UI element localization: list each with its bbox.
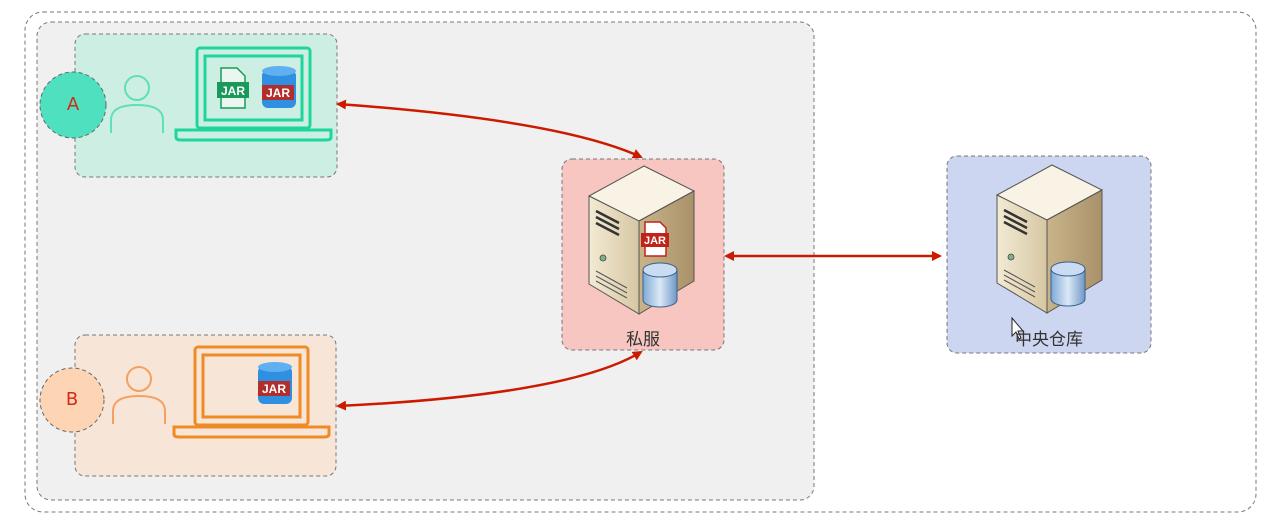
- svg-text:JAR: JAR: [221, 84, 245, 98]
- client-b-badge: [39, 367, 105, 433]
- user-icon: [110, 75, 164, 133]
- arrow-a-private: [336, 99, 643, 159]
- svg-text:JAR: JAR: [262, 382, 286, 396]
- laptop-icon: [172, 345, 331, 439]
- svg-text:JAR: JAR: [644, 235, 666, 247]
- svg-text:JAR: JAR: [266, 86, 290, 100]
- jar-file-icon: JAR: [217, 67, 249, 109]
- client-b-label: B: [65, 389, 79, 410]
- private-server-label: 私服: [626, 330, 660, 350]
- database-icon: [1050, 261, 1086, 307]
- laptop-icon: [174, 46, 333, 142]
- central-repo-label: 中央仓库: [1015, 330, 1083, 350]
- jar-file-icon: JAR: [641, 221, 669, 257]
- user-icon: [112, 366, 166, 424]
- database-jar-icon: JAR: [262, 66, 296, 108]
- database-icon: [642, 262, 678, 308]
- client-a-label: A: [66, 94, 80, 115]
- database-jar-icon: JAR: [258, 362, 292, 404]
- arrow-b-private: [336, 350, 643, 411]
- mouse-cursor-icon: [1011, 316, 1025, 340]
- client-a-badge: [39, 71, 107, 139]
